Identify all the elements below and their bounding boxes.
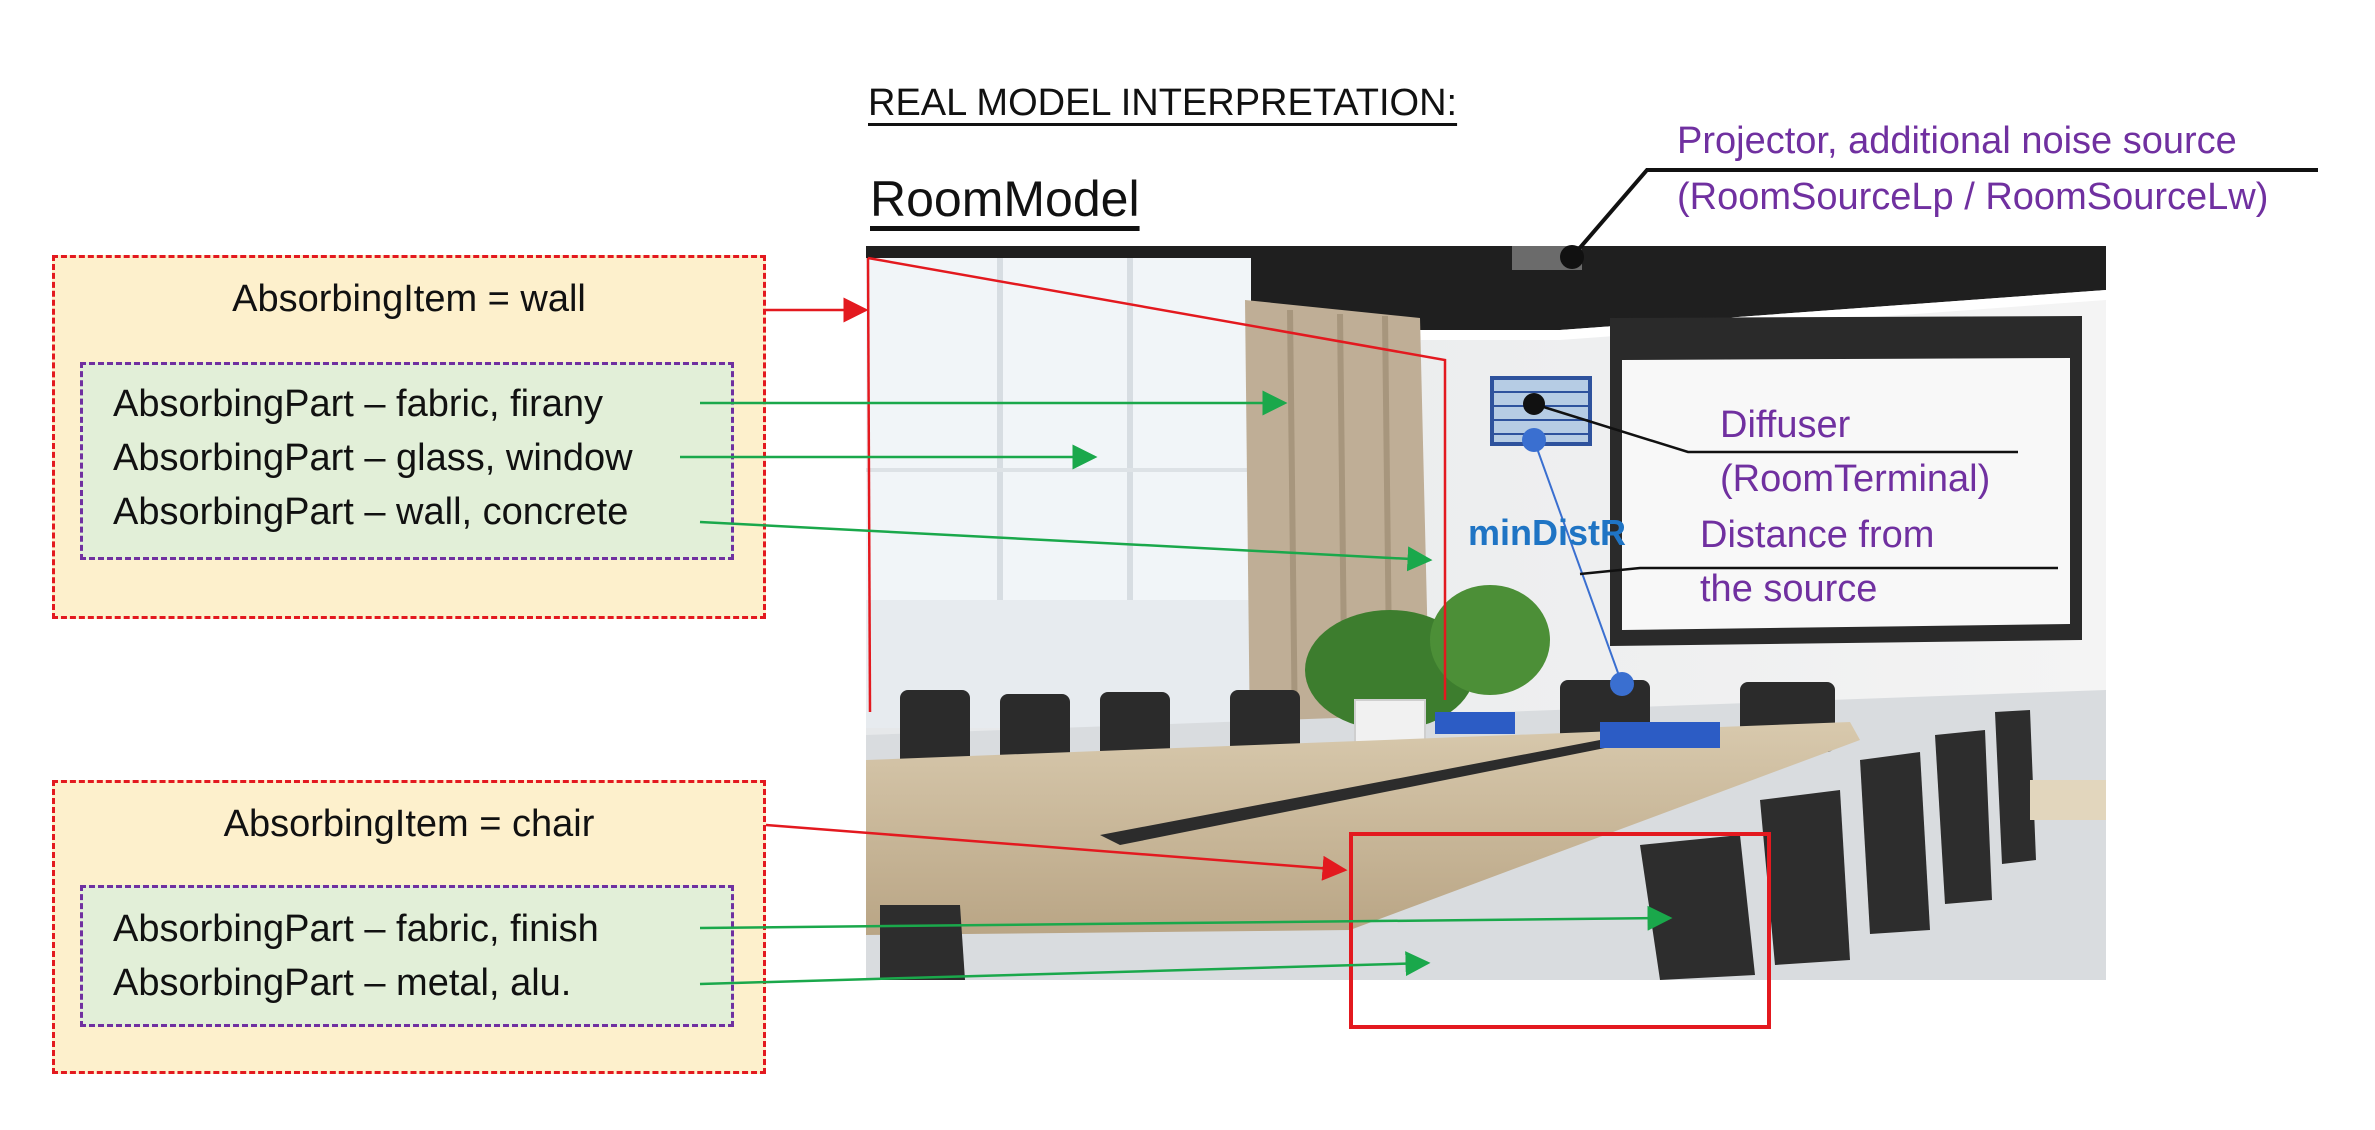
absorbing-item-wall-title: AbsorbingItem = wall — [232, 278, 586, 320]
projector-dot — [1560, 245, 1584, 269]
min-dist-end-dot — [1610, 672, 1634, 696]
chair-highlight-box — [1349, 832, 1771, 1029]
chair-item-arrow — [765, 823, 1348, 881]
absorbing-part-fabric-finish: AbsorbingPart – fabric, finish — [113, 908, 599, 950]
interpretation-title: REAL MODEL INTERPRETATION: — [868, 82, 1458, 124]
projector-label-line2: (RoomSourceLp / RoomSourceLw) — [1677, 176, 2269, 218]
projector-leader — [1570, 168, 2318, 259]
min-dist-line — [1533, 439, 1623, 685]
absorbing-parts-wall-box: AbsorbingPart – fabric, firany Absorbing… — [80, 362, 734, 560]
distance-label-line2: the source — [1700, 568, 1878, 610]
absorbing-part-wall: AbsorbingPart – wall, concrete — [113, 491, 629, 533]
diffuser-label-line1: Diffuser — [1720, 404, 1851, 446]
absorbing-part-metal: AbsorbingPart – metal, alu. — [113, 962, 572, 1004]
projector-label-line1: Projector, additional noise source — [1677, 120, 2237, 162]
absorbing-item-chair-title: AbsorbingItem = chair — [223, 803, 595, 845]
absorbing-part-glass: AbsorbingPart – glass, window — [113, 437, 633, 479]
distance-leader — [1579, 566, 2058, 576]
diffuser-label-line2: (RoomTerminal) — [1720, 458, 1991, 500]
model-title: RoomModel — [870, 171, 1140, 227]
room-photo — [866, 246, 2106, 980]
concrete-arrow — [699, 520, 1433, 572]
min-dist-label: minDistR — [1468, 512, 1627, 553]
chair-fabric-arrow — [699, 905, 1673, 931]
chair-metal-arrow — [699, 951, 1431, 986]
absorbing-part-fabric: AbsorbingPart – fabric, firany — [113, 383, 604, 425]
distance-label-line1: Distance from — [1700, 514, 1935, 556]
diffuser-leader — [1533, 402, 2018, 454]
min-dist-start-dot — [1522, 428, 1546, 452]
diffuser-dot — [1523, 393, 1545, 415]
absorbing-parts-chair-box: AbsorbingPart – fabric, finish Absorbing… — [80, 885, 734, 1027]
